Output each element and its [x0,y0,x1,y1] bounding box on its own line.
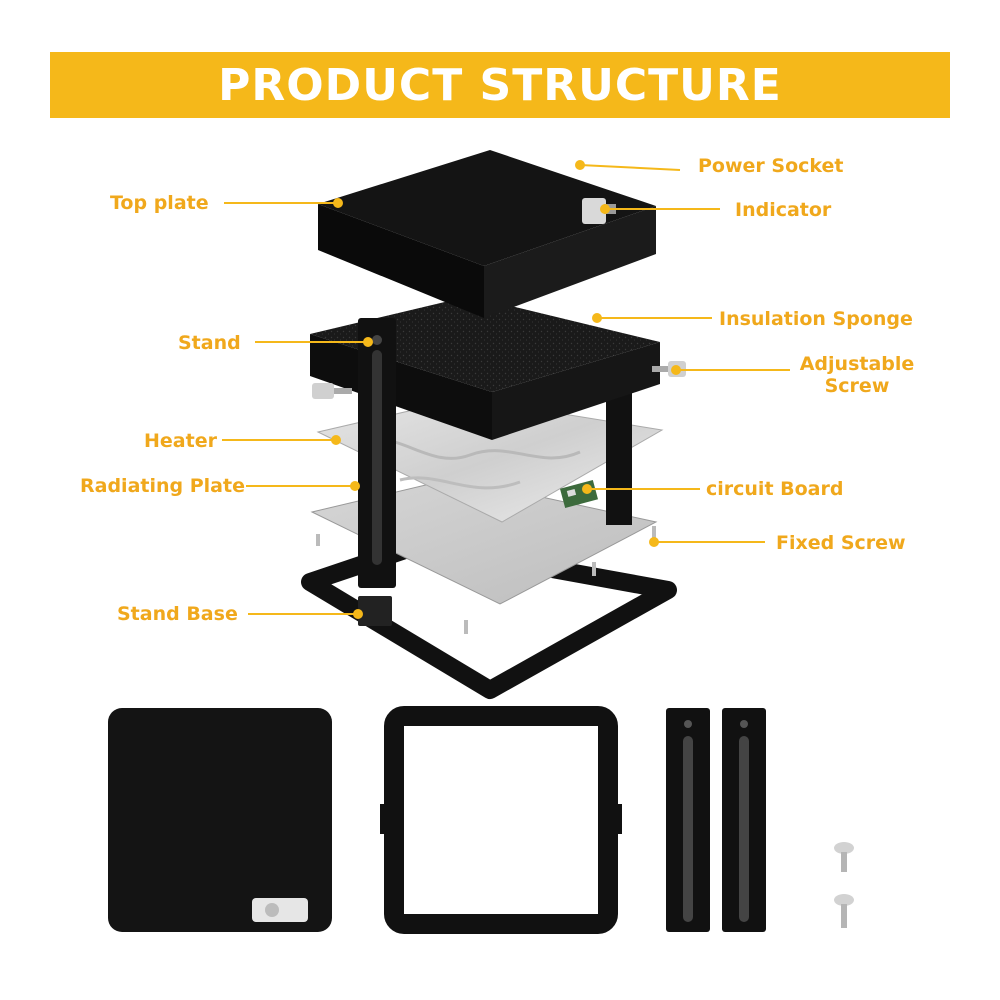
adjustable-screw-label-line2: Screw [824,375,890,397]
fixed-screw-label: Fixed Screw [776,532,906,554]
separate-stands [666,708,766,932]
fixed-screws-part [316,526,656,634]
adjustable-screw-label: Adjustable Screw [796,353,918,397]
circuit-board-label: circuit Board [706,478,844,500]
power-socket-label: Power Socket [698,155,844,177]
title-banner: PRODUCT STRUCTURE [50,52,950,118]
stand-label: Stand [178,332,241,354]
top-plate-part [318,150,656,318]
separate-stand-base [380,706,622,934]
insulation-sponge-part [310,296,660,440]
separate-screws [834,842,854,928]
radiating-plate-part [310,477,658,605]
adjustable-screw-left-part [312,383,352,399]
stand-base-label: Stand Base [117,603,238,625]
separate-top-plate [108,708,332,932]
page-title: PRODUCT STRUCTURE [218,59,782,111]
heater-label: Heater [144,430,217,452]
insulation-sponge-label: Insulation Sponge [719,308,913,330]
top-plate-label: Top plate [110,192,209,214]
radiating-plate-label: Radiating Plate [80,475,245,497]
front-stand-part [358,318,396,588]
adjustable-screw-label-line1: Adjustable [799,353,915,375]
indicator-label: Indicator [735,199,832,221]
